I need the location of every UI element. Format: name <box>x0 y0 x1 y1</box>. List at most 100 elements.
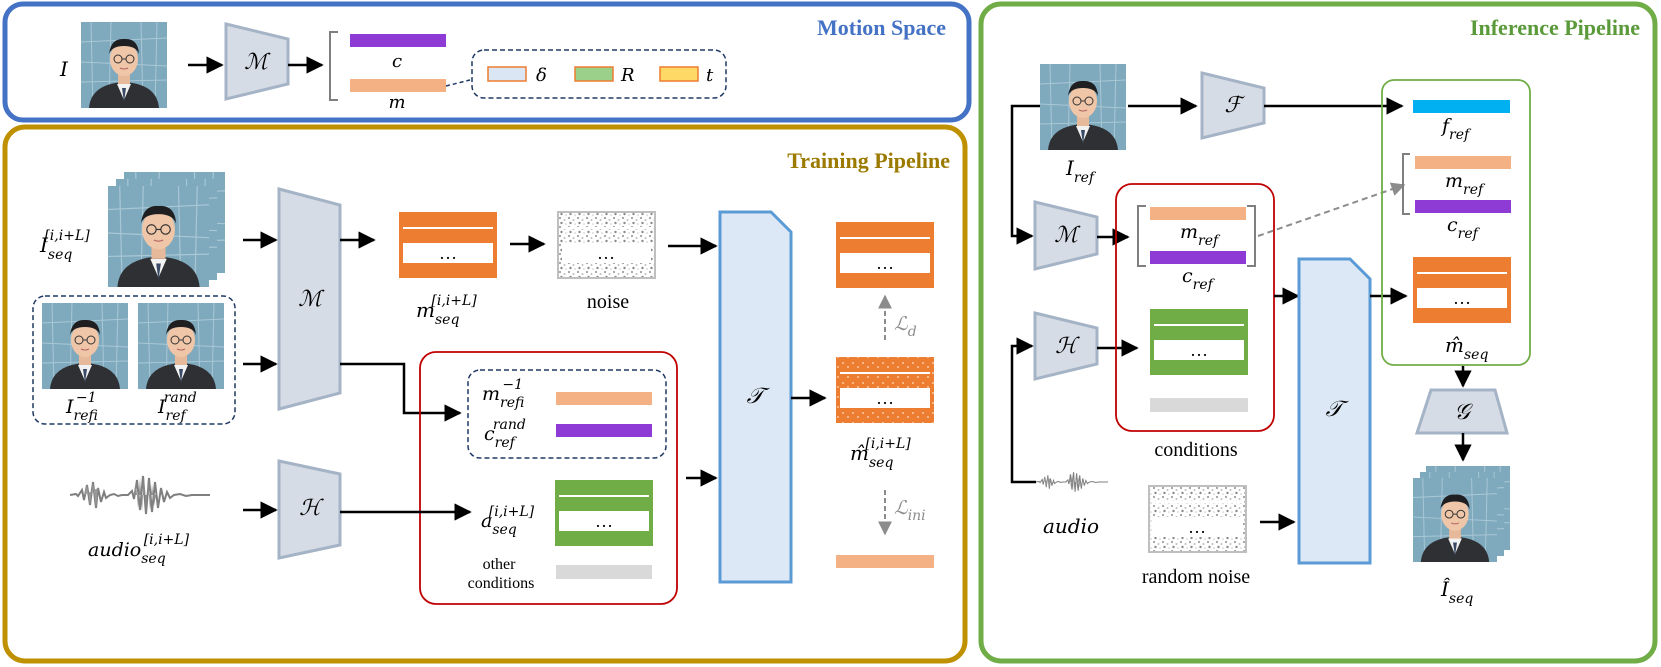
inf-audio-label: audio <box>1043 514 1099 538</box>
inf-m-ref-bar <box>1150 207 1246 220</box>
inf-module-f-label: ℱ <box>1224 93 1245 118</box>
train-m-seq-label: mseq[i,i+L] <box>416 293 477 328</box>
training-pipeline-title: Training Pipeline <box>787 148 950 173</box>
ms-c-label: c <box>392 51 402 72</box>
train-module-h-label: ℋ <box>299 496 324 521</box>
ms-legend-delta-swatch <box>487 66 527 82</box>
ms-legend-box <box>471 49 727 99</box>
train-m-seq-ellipsis: … <box>439 243 457 263</box>
train-module-m <box>277 187 342 411</box>
inf-out-c-ref-bar <box>1415 200 1511 213</box>
train-m-seq-inner <box>403 243 493 263</box>
train-i-seq-label: Iseq[i,i+L] <box>39 228 90 263</box>
train-audio-label: audioseq[i,i+L] <box>88 532 190 567</box>
inf-ref-image <box>1040 64 1126 150</box>
inf-audio-feature-inner <box>1154 340 1244 360</box>
train-init-frame-bar <box>836 555 934 568</box>
train-m-ref-bar <box>556 392 652 405</box>
inf-c-ref-bar <box>1150 251 1246 264</box>
inf-mhat-inner <box>1417 288 1507 308</box>
inf-module-h <box>1033 311 1099 381</box>
ms-legend-t-label: t <box>706 65 714 86</box>
train-c-ref-bar <box>556 424 652 437</box>
inf-module-t <box>1297 257 1372 565</box>
inf-conditions-label: conditions <box>1154 439 1238 461</box>
inf-module-f <box>1200 71 1266 140</box>
inf-output-frame-front <box>1413 478 1497 562</box>
ms-legend-delta-label: δ <box>536 65 547 86</box>
train-conditions-box <box>419 351 678 605</box>
training-pipeline-panel <box>2 124 968 664</box>
train-audio-waveform <box>70 475 210 515</box>
train-module-t <box>718 210 793 584</box>
train-loss-ini-label: ℒini <box>894 497 926 524</box>
train-seq-frame-front <box>108 186 209 287</box>
train-target-mseq-inner <box>840 253 930 273</box>
train-ref-motion-group <box>467 369 667 459</box>
inf-mhat-label: m̂seq <box>1445 333 1488 363</box>
inf-i-ref-label: Iref <box>1065 156 1097 186</box>
inf-random-noise-label: random noise <box>1142 566 1250 588</box>
ms-m-bar <box>350 79 446 92</box>
inf-f-ref-bar <box>1413 100 1510 113</box>
ms-c-bar <box>350 34 446 47</box>
train-i-ref-rand-label: Irefrand <box>157 390 197 424</box>
inf-output-brace <box>1402 153 1410 215</box>
inf-c-ref-label: cref <box>1182 265 1216 293</box>
train-a-seq-inner <box>559 511 649 531</box>
inf-arrow-iref-to-m <box>1010 104 1040 245</box>
train-ref-images-group <box>32 295 236 425</box>
train-a-seq-ellipsis: … <box>595 511 613 531</box>
inf-module-h-label: ℋ <box>1055 334 1080 359</box>
ms-module-m-label: ℳ <box>244 50 271 75</box>
inf-output-box <box>1381 79 1531 366</box>
inf-module-g-label: 𝒢 <box>1454 400 1473 425</box>
inf-bracket-left <box>1137 205 1146 267</box>
motion-space-title: Motion Space <box>817 15 946 40</box>
train-module-h <box>277 459 342 560</box>
train-mhat-ellipsis: … <box>876 388 894 408</box>
train-mhat-inner <box>840 388 930 408</box>
ms-legend-r-label: R <box>620 65 635 86</box>
ms-m-label: m <box>388 92 405 113</box>
inf-m-ref-label: mref <box>1180 221 1221 249</box>
inf-module-m <box>1033 200 1099 271</box>
ms-legend-t-swatch <box>659 66 699 82</box>
inf-audio-feature-ellipsis: … <box>1190 340 1208 360</box>
train-noise-inner <box>562 243 651 263</box>
ms-module-m <box>224 22 290 101</box>
train-other-conditions-label: other conditions <box>468 556 535 592</box>
train-ref-rand-image <box>138 303 224 389</box>
train-a-seq-label: aseq[i,i+L] <box>481 504 535 538</box>
train-noise-label: noise <box>587 291 629 313</box>
inf-out-m-ref-bar <box>1415 156 1511 169</box>
inf-random-noise-ellipsis: … <box>1188 517 1206 537</box>
train-ref-prev-image <box>42 303 128 389</box>
train-m-ref-label: mrefi−1 <box>482 377 524 411</box>
inf-arrow-audio-to-h <box>1010 337 1036 484</box>
inf-module-m-label: ℳ <box>1054 223 1081 248</box>
inf-audio-waveform <box>1036 471 1108 493</box>
train-other-conditions-bar <box>556 565 652 579</box>
train-target-mseq-ellipsis: … <box>876 253 894 273</box>
train-noise-ellipsis: … <box>597 243 615 263</box>
inference-pipeline-title: Inference Pipeline <box>1470 15 1640 40</box>
motion-space-panel <box>2 1 972 123</box>
ms-input-label: I <box>59 57 69 81</box>
inf-out-c-ref-label: cref <box>1447 214 1481 242</box>
inf-mhat-ellipsis: … <box>1453 288 1471 308</box>
inf-i-hat-seq-label: Îseq <box>1440 577 1473 607</box>
inf-random-noise-inner <box>1153 517 1242 537</box>
train-c-ref-label: crefrand <box>484 417 526 451</box>
ms-brace <box>329 31 338 101</box>
train-i-ref-prev-label: Irefi−1 <box>65 390 98 424</box>
inf-out-m-ref-label: mref <box>1445 170 1486 198</box>
inf-conditions-box <box>1115 183 1275 432</box>
train-loss-d-label: ℒd <box>894 313 917 340</box>
inf-other-conditions-bar <box>1150 398 1248 412</box>
inference-pipeline-panel <box>978 1 1658 664</box>
train-arrow-m-to-conditions <box>340 362 462 422</box>
ms-input-face-image <box>81 22 167 108</box>
train-module-m-label: ℳ <box>298 287 325 312</box>
